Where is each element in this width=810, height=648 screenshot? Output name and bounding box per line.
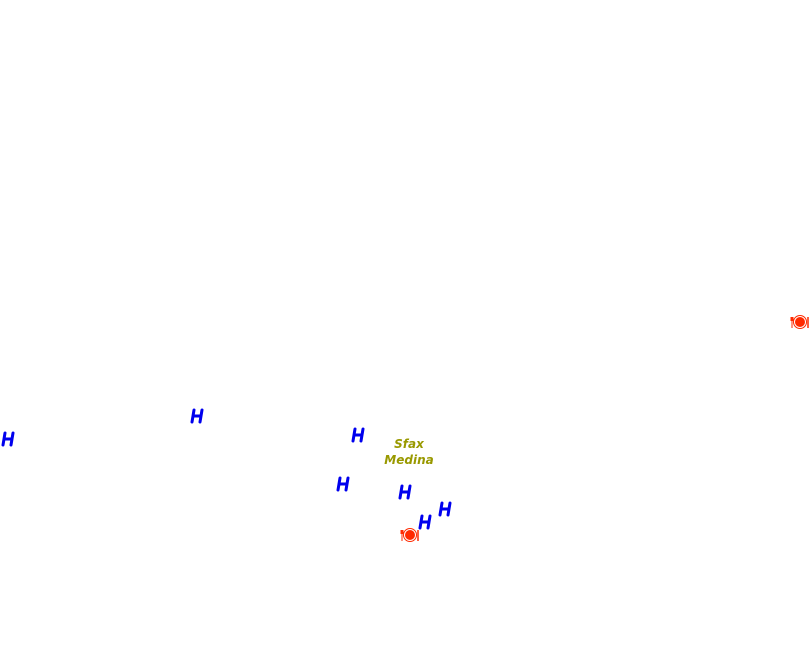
place-label-line-1: Sfax [394, 437, 424, 451]
place-label-line-2: Medina [384, 453, 434, 467]
place-label-sfax-medina[interactable]: Sfax Medina [379, 436, 439, 468]
hotel-icon[interactable] [350, 427, 370, 443]
hotel-icon[interactable] [189, 408, 209, 424]
hotel-icon[interactable] [417, 514, 437, 530]
restaurant-icon[interactable] [400, 527, 420, 543]
hotel-icon[interactable] [335, 476, 355, 492]
hotel-icon[interactable] [397, 484, 417, 500]
hotel-icon[interactable] [437, 501, 457, 517]
hotel-icon[interactable] [0, 431, 20, 447]
restaurant-icon[interactable] [790, 314, 810, 330]
